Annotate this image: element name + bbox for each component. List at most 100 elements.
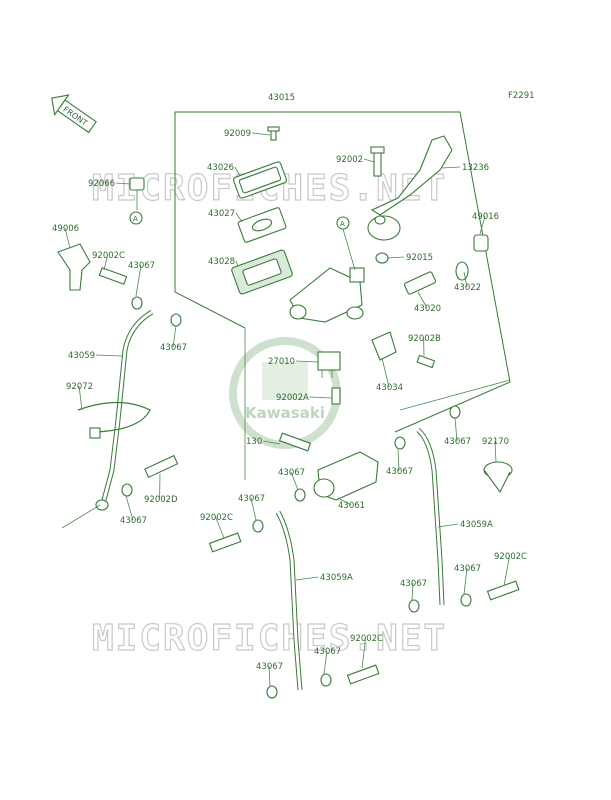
- part-label-43020: 43020: [414, 304, 441, 314]
- part-label-92170: 92170: [482, 437, 509, 447]
- svg-text:A: A: [340, 220, 345, 228]
- part-label-43067-i: 43067: [454, 564, 481, 574]
- svg-text:A: A: [133, 215, 138, 223]
- leader-line: [463, 271, 468, 288]
- brake-hose-43059a-right-icon: [416, 428, 445, 606]
- clamp-92170-icon: [483, 461, 513, 494]
- part-label-43067-h: 43067: [400, 579, 427, 589]
- leader-line: [235, 260, 239, 267]
- leader-line: [234, 166, 241, 177]
- leader-line: [295, 360, 319, 363]
- leader-line: [503, 555, 510, 587]
- plate-43027-icon: [237, 207, 287, 243]
- part-label-43067-k: 43067: [314, 647, 341, 657]
- part-label-43026: 43026: [207, 163, 234, 173]
- leader-line: [268, 665, 271, 687]
- piston-43020-icon: [403, 271, 437, 295]
- part-label-92015: 92015: [406, 253, 433, 263]
- leader-line: [115, 182, 131, 185]
- part-label-130: 130: [246, 437, 262, 447]
- brake-hose-43059-icon: [95, 309, 154, 511]
- washer-43067b-icon: [170, 313, 182, 327]
- washer-43067c-icon: [121, 483, 133, 497]
- part-label-92002c-b: 92002C: [200, 513, 233, 523]
- part-label-43022: 43022: [454, 283, 481, 293]
- part-label-92002c-a: 92002C: [92, 251, 125, 261]
- leader-line: [64, 227, 71, 249]
- leader-line: [290, 471, 299, 491]
- part-label-43067-e: 43067: [386, 467, 413, 477]
- leader-line: [309, 396, 333, 399]
- leader-line: [251, 132, 271, 136]
- diaphragm-icon: [231, 249, 293, 295]
- part-label-43067-g: 43067: [120, 516, 147, 526]
- part-label-92002c-d: 92002C: [350, 634, 383, 644]
- bolt-92002c-left-icon: [98, 267, 128, 285]
- diagram-code: F2291: [508, 91, 535, 101]
- bolt-92002c-right-icon: [486, 580, 520, 601]
- part-label-92002: 92002: [336, 155, 363, 165]
- leader-line: [95, 354, 123, 357]
- cover-49006-icon: [57, 243, 91, 291]
- part-label-43059a-b: 43059A: [320, 573, 353, 583]
- part-label-43059: 43059: [68, 351, 95, 361]
- part-label-13236: 13236: [462, 163, 489, 173]
- part-label-43067-j: 43067: [256, 662, 283, 672]
- leader-line: [411, 582, 414, 601]
- part-label-43067-c: 43067: [444, 437, 471, 447]
- part-label-92002c-c: 92002C: [494, 552, 527, 562]
- circlip-43022-icon: [455, 261, 469, 281]
- leader-line: [494, 440, 497, 463]
- leader-line: [387, 256, 405, 259]
- ref-marker-a-left: A: [129, 211, 143, 225]
- leader-line: [250, 497, 257, 521]
- washer-43067g-icon: [252, 519, 264, 533]
- part-label-43027: 43027: [208, 209, 235, 219]
- washer-43067j-icon: [266, 685, 278, 699]
- brake-lever-icon: [367, 135, 453, 241]
- leader-line: [78, 385, 83, 411]
- bolt-92002-icon: [370, 146, 385, 177]
- bolt-92002c-bottom-icon: [346, 664, 380, 685]
- washer-43067k-icon: [320, 673, 332, 687]
- bolt-92002c-mid-icon: [208, 532, 242, 553]
- leader-line: [103, 254, 108, 271]
- leader-line: [215, 516, 225, 539]
- leader-line: [361, 637, 366, 669]
- part-labels: 4301592009430269200213236920664302749006…: [52, 93, 527, 687]
- leader-line: [125, 495, 134, 521]
- washer-43067e-icon: [394, 436, 406, 450]
- switch-27010-icon: [317, 351, 341, 378]
- leader-line: [323, 650, 328, 675]
- part-label-43015: 43015: [268, 93, 295, 103]
- washer-43067f-icon: [449, 405, 461, 419]
- part-label-92009: 92009: [224, 129, 251, 139]
- washer-43067-icon: [131, 296, 143, 310]
- ref-marker-a-top: A: [336, 216, 356, 271]
- part-label-92002b: 92002B: [408, 334, 441, 344]
- reservoir-cap-icon: [233, 161, 287, 199]
- bolt-92009-icon: [267, 126, 280, 141]
- leader-line: [295, 576, 319, 581]
- part-label-92066: 92066: [88, 179, 115, 189]
- leader-line: [172, 325, 177, 348]
- part-label-43059a-a: 43059A: [460, 520, 493, 530]
- leader-line: [363, 158, 375, 163]
- bolt-130-icon: [278, 432, 312, 452]
- washer-43067i-icon: [460, 593, 472, 607]
- front-arrow-icon: FRONT: [51, 94, 97, 134]
- part-label-43067-b: 43067: [160, 343, 187, 353]
- leader-line: [463, 567, 468, 595]
- washer-43067d-icon: [294, 488, 306, 502]
- logo-text: Kawasaki: [245, 404, 325, 422]
- boot-49016-icon: [473, 234, 489, 252]
- leader-line: [437, 523, 459, 528]
- part-label-49016: 49016: [472, 212, 499, 222]
- leader-line: [479, 215, 486, 235]
- leader-line: [135, 264, 142, 297]
- part-label-27010: 27010: [268, 357, 295, 367]
- part-label-43028: 43028: [208, 257, 235, 267]
- leader-line: [337, 497, 352, 506]
- leader-line: [417, 291, 428, 309]
